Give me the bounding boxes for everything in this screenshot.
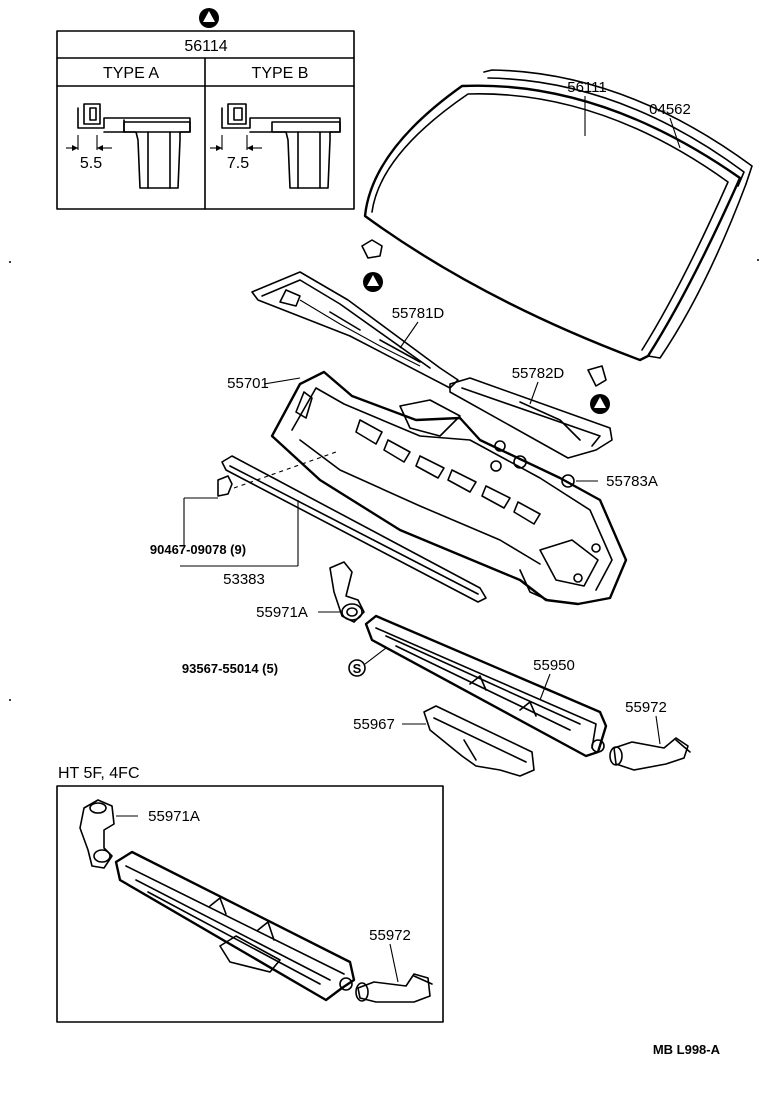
callout-90467: 90467-09078 (9): [150, 542, 246, 557]
windshield-glass-drawing: [361, 69, 753, 362]
glass-clip-icon: [361, 239, 383, 259]
clip-type-a-drawing: [66, 103, 191, 189]
inset-ht-frame: [56, 785, 444, 1023]
inset-part-number: 56114: [184, 38, 227, 55]
leader-55782D: [529, 381, 539, 405]
callout-55701: 55701: [227, 375, 269, 392]
screw-marker: S: [353, 661, 362, 676]
leader-55781D: [399, 321, 419, 349]
clip-90467-drawing: [217, 451, 337, 497]
grille-lower-drawing: [423, 705, 535, 777]
callout-53383: 53383: [223, 571, 265, 588]
cowl-seal-left-drawing: [251, 271, 459, 389]
ht-callout-55972: 55972: [369, 927, 411, 944]
cowl-seal-right-drawing: [449, 365, 613, 459]
callout-55972: 55972: [625, 699, 667, 716]
reference-code: MB L998-A: [653, 1042, 721, 1057]
callout-55781D: 55781D: [392, 305, 445, 322]
type-b-dimension: 7.5: [227, 155, 249, 172]
leader-55701: [263, 377, 301, 385]
callout-55967: 55967: [353, 716, 395, 733]
duct-left-drawing: [329, 561, 365, 623]
callout-55783A: 55783A: [606, 473, 658, 490]
inset-ht-variant: HT 5F, 4FC 55971A 55972: [56, 765, 444, 1023]
type-a-dimension: 5.5: [80, 155, 102, 172]
cowl-panel-drawing: [270, 370, 628, 606]
leader-55972: [655, 715, 661, 745]
callout-55971A: 55971A: [256, 604, 308, 621]
ht-louver-drawing: [114, 850, 356, 1002]
plug-icon: [561, 474, 575, 488]
inset-clip-types: 56114 TYPE A TYPE B 5.5: [56, 8, 355, 210]
leader-04562: [669, 117, 681, 149]
marker-triangle-icon: [203, 11, 215, 22]
screw-circle-icon: [348, 659, 366, 677]
duct-right-drawing: [609, 737, 691, 771]
louver-drawing: [364, 614, 608, 758]
inset-ht-title: HT 5F, 4FC: [58, 765, 140, 782]
callout-55950: 55950: [533, 657, 575, 674]
ht-duct-right-drawing: [355, 973, 433, 1003]
clip-type-b-drawing: [210, 103, 341, 189]
type-b-label: TYPE B: [252, 65, 309, 82]
callout-56111: 56111: [567, 79, 607, 96]
leader-55950: [539, 673, 551, 701]
seal-clip-icon: [587, 365, 607, 387]
callout-04562: 04562: [649, 101, 691, 118]
type-a-label: TYPE A: [103, 65, 159, 82]
ht-duct-left-drawing: [79, 799, 115, 869]
ht-callout-55971A: 55971A: [148, 808, 200, 825]
callout-93567: 93567-55014 (5): [182, 661, 278, 676]
callout-55782D: 55782D: [512, 365, 565, 382]
weatherstrip-drawing: [221, 455, 487, 603]
